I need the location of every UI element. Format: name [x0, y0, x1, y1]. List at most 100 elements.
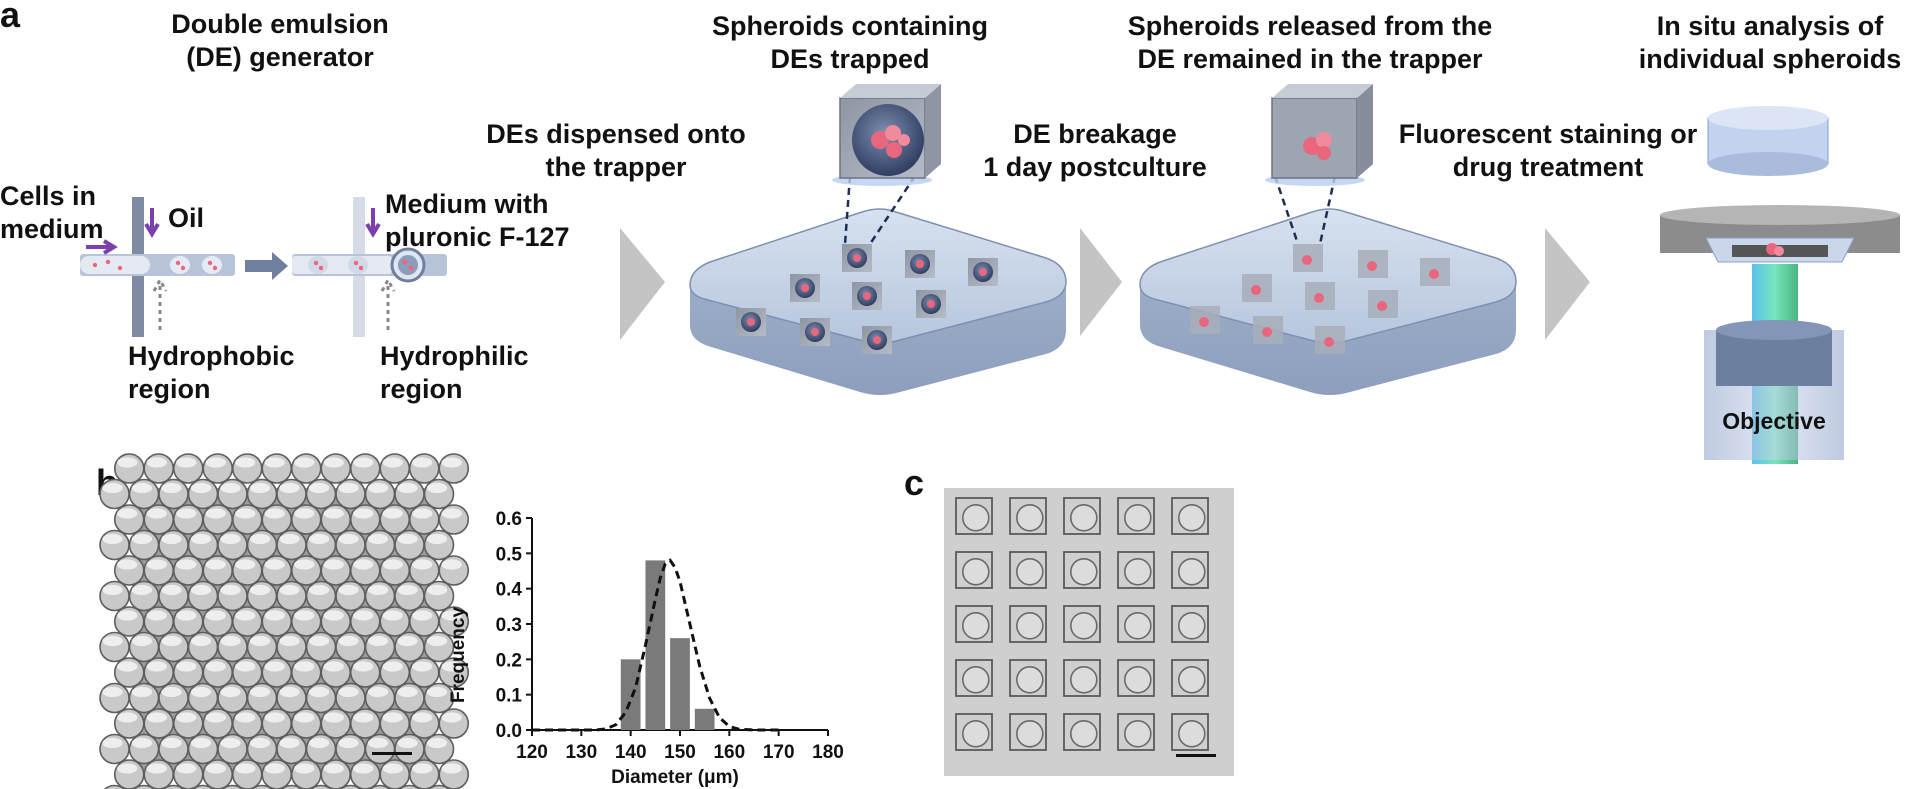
droplet-highlight: [338, 635, 359, 647]
droplet-highlight: [117, 610, 138, 621]
droplet-highlight: [220, 737, 241, 749]
medium-line2: pluronic F-127: [385, 222, 570, 252]
droplet-highlight: [264, 712, 285, 723]
droplet-highlight: [117, 763, 138, 774]
trap-well: [955, 659, 993, 697]
panel-label-a: a: [0, 0, 21, 35]
droplet-highlight: [294, 712, 315, 723]
medium-line1: Medium with: [385, 189, 549, 219]
droplet-highlight: [323, 661, 344, 672]
histogram-ytick-label: 0.1: [496, 686, 523, 707]
droplet-highlight: [367, 533, 389, 545]
droplet-highlight: [412, 661, 433, 672]
trapped-title-line1: Spheroids containing: [711, 11, 988, 41]
droplet-highlight: [397, 686, 418, 698]
droplet-highlight: [323, 610, 344, 621]
trap-well: [1063, 551, 1101, 589]
droplet-highlight: [397, 533, 418, 545]
histogram-xtick-label: 130: [565, 742, 597, 763]
oil-label: Oil: [168, 203, 205, 233]
microscope-setup: [1660, 106, 1900, 464]
de-micrograph: [99, 453, 470, 789]
trapped-spheroid: [1016, 612, 1044, 640]
droplet-highlight: [190, 533, 212, 545]
droplet: [398, 784, 421, 789]
droplet-highlight: [426, 482, 448, 494]
released-title-line2: DE remained in the trapper: [1137, 44, 1483, 74]
droplet-highlight: [279, 482, 300, 494]
droplet-highlight: [235, 610, 256, 621]
droplet-highlight: [441, 712, 462, 723]
droplet-highlight: [131, 635, 153, 647]
droplet-highlight: [161, 482, 182, 494]
droplet-highlight: [190, 584, 212, 596]
trap-well: [1063, 713, 1101, 751]
droplet-highlight: [367, 482, 389, 494]
droplet-highlight: [441, 457, 462, 468]
trapped-spheroid: [1016, 666, 1044, 694]
droplet-highlight: [426, 686, 448, 698]
staining-label: Fluorescent staining or drug treatment: [1388, 118, 1708, 184]
droplet-highlight: [264, 610, 285, 621]
droplet-highlight: [412, 763, 433, 774]
droplet-highlight: [190, 635, 212, 647]
cells-line1: Cells in: [0, 181, 97, 211]
droplet-highlight: [176, 712, 197, 723]
trapped-spheroid: [961, 666, 990, 694]
trapped-spheroid: [1124, 558, 1152, 586]
trap-well: [955, 713, 993, 751]
droplet-highlight: [367, 737, 389, 749]
droplet-highlight: [117, 559, 138, 570]
trap-well: [1117, 659, 1155, 697]
dispense-line2: the trapper: [545, 152, 687, 182]
trap-well: [1009, 605, 1047, 643]
droplet-highlight: [249, 584, 271, 596]
histogram-xtick-label: 140: [615, 742, 647, 763]
droplet-highlight: [264, 457, 285, 468]
trapped-spheroid: [1070, 612, 1098, 640]
droplet: [192, 784, 214, 789]
analysis-title-line2: individual spheroids: [1638, 44, 1902, 74]
released-spheroids-grid: [1190, 244, 1450, 354]
workflow-schematic: [80, 84, 1900, 464]
trapper-chip-with-des: [689, 84, 1067, 395]
droplet-highlight: [102, 584, 123, 596]
droplet-highlight: [146, 457, 167, 468]
trapped-title-line2: DEs trapped: [770, 44, 930, 74]
droplet-highlight: [161, 635, 182, 647]
droplet-highlight: [249, 737, 271, 749]
droplet-highlight: [308, 737, 330, 749]
droplet-highlight: [279, 635, 300, 647]
trapper-micrograph: [944, 488, 1234, 776]
droplet-highlight: [249, 686, 271, 698]
trap-well: [1171, 551, 1209, 589]
droplet-highlight: [308, 482, 330, 494]
trap-well: [1063, 497, 1101, 535]
trap-well: [1009, 497, 1047, 535]
droplet-highlight: [397, 482, 418, 494]
trapped-spheroid: [1178, 612, 1206, 640]
histogram-bar: [645, 560, 666, 730]
droplet-highlight: [294, 508, 315, 519]
droplet-highlight: [117, 457, 138, 468]
breakage-label: DE breakage 1 day postculture: [960, 118, 1230, 184]
droplet-highlight: [294, 610, 315, 621]
droplet-highlight: [146, 712, 167, 723]
droplet-highlight: [161, 584, 182, 596]
droplet-highlight: [412, 457, 433, 468]
trapped-spheroid: [1070, 720, 1098, 748]
droplet-highlight: [382, 763, 403, 774]
trapper-chip-with-spheroids: [1139, 84, 1517, 395]
droplet-highlight: [426, 533, 448, 545]
droplet-highlight: [382, 559, 403, 570]
droplet-highlight: [338, 584, 359, 596]
histogram-bar: [694, 708, 715, 730]
droplet-highlight: [323, 763, 344, 774]
trapped-spheroid: [1070, 558, 1098, 586]
histogram-xtick-label: 150: [664, 742, 696, 763]
droplet-highlight: [249, 533, 271, 545]
droplet-highlight: [382, 661, 403, 672]
droplet: [310, 784, 332, 789]
droplet-highlight: [102, 482, 123, 494]
trap-well: [1171, 659, 1209, 697]
